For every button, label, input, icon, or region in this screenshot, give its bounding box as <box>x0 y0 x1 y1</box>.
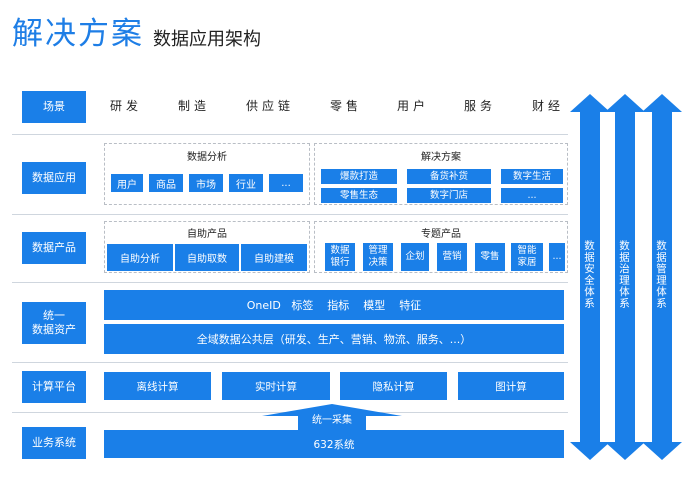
solution-group: 解决方案 爆款打造 备货补货 数字生活 零售生态 数字门店 ... <box>314 143 568 205</box>
topic-chip: 企划 <box>401 243 429 271</box>
analysis-chip: 商品 <box>149 174 183 192</box>
topic-chip: 智能 家居 <box>511 243 543 271</box>
topic-group: 专题产品 数据 银行 管理 决策 企划 营销 零售 智能 家居 ... <box>314 221 568 273</box>
topic-chip: 营销 <box>437 243 467 271</box>
scene-item: 财经 <box>532 99 565 113</box>
topic-chip: 管理 决策 <box>363 243 393 271</box>
compute-graph: 图计算 <box>458 372 564 400</box>
business-system-bar: 632系统 <box>104 430 564 458</box>
solution-chip: 零售生态 <box>321 188 397 203</box>
topic-group-title: 专题产品 <box>421 229 461 240</box>
scene-item: 零售 <box>330 99 363 113</box>
divider <box>12 362 568 363</box>
compute-privacy: 隐私计算 <box>340 372 447 400</box>
analysis-group: 数据分析 用户 商品 市场 行业 ... <box>104 143 310 205</box>
analysis-chip: 行业 <box>229 174 263 192</box>
solution-chip: ... <box>501 188 563 203</box>
scene-item: 供应链 <box>246 99 295 113</box>
divider <box>12 214 568 215</box>
row-label-scene: 场景 <box>22 91 86 123</box>
page-title: 解决方案 <box>12 16 144 52</box>
side-label-governance: 数据治理体系 <box>618 240 630 309</box>
double-arrow-icon <box>605 94 645 460</box>
selfservice-chip: 自助建模 <box>241 244 307 271</box>
row-label-compute: 计算平台 <box>22 371 86 403</box>
row-label-product: 数据产品 <box>22 232 86 264</box>
row-label-asset: 统一 数据资产 <box>22 302 86 344</box>
row-label-business: 业务系统 <box>22 427 86 459</box>
topic-chip: ... <box>549 243 565 271</box>
solution-chip: 数字门店 <box>407 188 491 203</box>
scene-item: 制造 <box>178 99 211 113</box>
selfservice-chip: 自助取数 <box>175 244 239 271</box>
solution-chip: 数字生活 <box>501 169 563 184</box>
page-subtitle: 数据应用架构 <box>153 29 261 50</box>
analysis-group-title: 数据分析 <box>187 152 227 163</box>
solution-chip: 爆款打造 <box>321 169 397 184</box>
analysis-chip: ... <box>269 174 303 192</box>
scene-item: 服务 <box>464 99 497 113</box>
scene-item: 研发 <box>110 99 143 113</box>
analysis-chip: 用户 <box>111 174 143 192</box>
collect-label: 统一采集 <box>312 415 352 426</box>
row-label-app: 数据应用 <box>22 162 86 194</box>
selfservice-chip: 自助分析 <box>107 244 173 271</box>
side-label-management: 数据管理体系 <box>655 240 667 309</box>
compute-offline: 离线计算 <box>104 372 211 400</box>
oneid-bar: OneID 标签 指标 模型 特征 <box>104 290 564 320</box>
topic-chip: 零售 <box>475 243 505 271</box>
scene-item: 用户 <box>397 99 430 113</box>
divider <box>12 134 568 135</box>
solution-chip: 备货补货 <box>407 169 491 184</box>
double-arrow-icon <box>642 94 682 460</box>
topic-chip: 数据 银行 <box>325 243 355 271</box>
double-arrow-icon <box>570 94 610 460</box>
selfservice-group-title: 自助产品 <box>187 229 227 240</box>
collect-arrow <box>262 404 402 430</box>
divider <box>12 282 568 283</box>
public-layer-bar: 全域数据公共层（研发、生产、营销、物流、服务、...） <box>104 324 564 354</box>
analysis-chip: 市场 <box>189 174 223 192</box>
solution-group-title: 解决方案 <box>421 152 461 163</box>
compute-realtime: 实时计算 <box>222 372 330 400</box>
side-label-security: 数据安全体系 <box>583 240 595 309</box>
selfservice-group: 自助产品 自助分析 自助取数 自助建模 <box>104 221 310 273</box>
